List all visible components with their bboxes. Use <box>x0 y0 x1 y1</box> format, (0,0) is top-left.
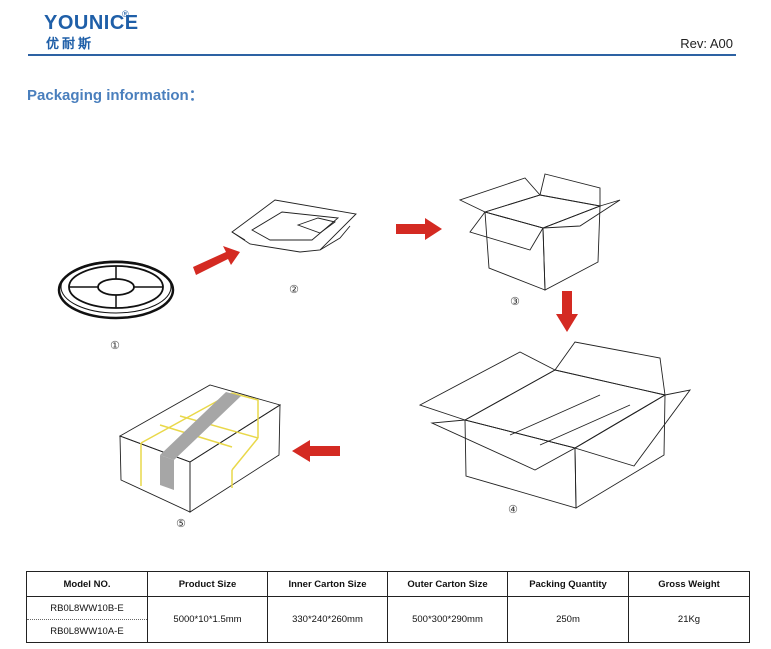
table-row: RB0L8WW10A-E <box>26 619 750 643</box>
section-title: Packaging information： <box>27 87 204 104</box>
arrow-2-icon <box>396 218 442 240</box>
arrow-3-icon <box>556 291 578 332</box>
step-1-number: ① <box>110 339 120 352</box>
packaging-spec-table: Model NO. Product Size Inner Carton Size… <box>26 571 750 643</box>
column-header-packing-quantity: Packing Quantity <box>507 571 629 597</box>
registered-mark: ® <box>122 9 129 19</box>
logo-chinese-name: 优耐斯 <box>46 37 95 52</box>
header-divider <box>28 54 736 56</box>
logo-wordmark: YOUNICE <box>44 12 139 34</box>
step-2-number: ② <box>289 283 299 296</box>
model-number-cell: RB0L8WW10B-E <box>26 596 148 620</box>
inner-carton-size-cell: 330*240*260mm <box>267 596 388 643</box>
step-4-number: ④ <box>508 503 518 516</box>
column-header-product-size: Product Size <box>147 571 268 597</box>
step-3-number: ③ <box>510 295 520 308</box>
column-header-gross-weight: Gross Weight <box>628 571 750 597</box>
inner-carton-illustration <box>458 173 621 291</box>
table-row: RB0L8WW10B-E 5000*10*1.5mm 330*240*260mm… <box>26 596 750 643</box>
outer-carton-illustration <box>418 341 692 509</box>
arrow-4-icon <box>292 440 340 462</box>
step-5-number: ⑤ <box>176 517 186 530</box>
reel-illustration <box>57 260 175 320</box>
anti-static-bag-illustration <box>231 199 357 253</box>
column-header-inner-carton: Inner Carton Size <box>267 571 388 597</box>
packaging-process-illustration: ① ② ③ ④ <box>57 173 692 530</box>
sealed-carton-illustration <box>118 384 282 513</box>
gross-weight-cell: 21Kg <box>628 596 750 643</box>
column-header-model: Model NO. <box>26 571 148 597</box>
model-number-cell: RB0L8WW10A-E <box>26 619 148 643</box>
column-header-outer-carton: Outer Carton Size <box>387 571 508 597</box>
product-size-cell: 5000*10*1.5mm <box>147 596 268 643</box>
arrow-1-icon <box>193 246 240 275</box>
brand-logo: YOUNICE ® 优耐斯 <box>44 9 139 52</box>
table-header-row: Model NO. Product Size Inner Carton Size… <box>26 571 750 597</box>
revision-label: Rev: A00 <box>680 36 733 51</box>
outer-carton-size-cell: 500*300*290mm <box>387 596 508 643</box>
packing-quantity-cell: 250m <box>507 596 629 643</box>
